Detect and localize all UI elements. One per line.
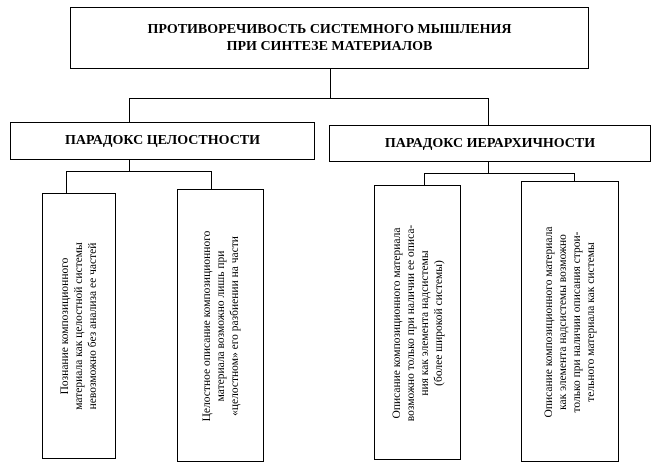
- leaf-4-line-3: только при наличии описания строи-: [571, 231, 583, 412]
- leaf-4-line-1: Описание композиционного материала: [543, 226, 555, 417]
- leaf-3-line-2: возможно только при наличии ее описа-: [404, 224, 417, 421]
- leaf-1-line-3: невозможно без анализа ее частей: [87, 242, 99, 410]
- leaf-box-3: Описание композиционного материала возмо…: [374, 185, 461, 460]
- leaf-text-2: Целостное описание композиционного матер…: [200, 230, 242, 421]
- leaf-3-line-4: (более широкой системы): [432, 259, 445, 386]
- title-line-1: ПРОТИВОРЕЧИВОСТЬ СИСТЕМНОГО МЫШЛЕНИЯ: [147, 22, 512, 37]
- title-box: ПРОТИВОРЕЧИВОСТЬ СИСТЕМНОГО МЫШЛЕНИЯ ПРИ…: [70, 7, 589, 69]
- branch-label-integrity: ПАРАДОКС ЦЕЛОСТНОСТИ: [64, 133, 261, 148]
- leaf-3-line-3: ния как элемента надсистемы: [418, 249, 431, 396]
- leaf-text-4: Описание композиционного материала как э…: [542, 226, 598, 417]
- leaf-3-line-1: Описание композиционного материала: [390, 227, 403, 418]
- leaf-4-line-4: тельного материала как системы: [585, 241, 597, 402]
- branch-box-hierarchy: ПАРАДОКС ИЕРАРХИЧНОСТИ: [329, 125, 651, 162]
- leaf-text-1: Познание композиционного материала как ц…: [58, 242, 100, 410]
- leaf-text-3: Описание композиционного материала возмо…: [390, 224, 446, 421]
- leaf-box-4: Описание композиционного материала как э…: [521, 181, 619, 462]
- leaf-2-line-3: «целостном» его разбиении на части: [228, 235, 241, 416]
- leaf-4-line-2: как элемента надсистемы возможно: [557, 233, 569, 410]
- title-line-2: ПРИ СИНТЕЗЕ МАТЕРИАЛОВ: [226, 39, 433, 54]
- leaf-1-line-1: Познание композиционного: [59, 257, 71, 395]
- leaf-2-line-2: материала возможно лишь при: [214, 250, 227, 401]
- leaf-box-1: Познание композиционного материала как ц…: [42, 193, 116, 459]
- branch-box-integrity: ПАРАДОКС ЦЕЛОСТНОСТИ: [10, 122, 315, 160]
- leaf-1-line-2: материала как целостной системы: [73, 242, 85, 410]
- leaf-2-line-1: Целостное описание композиционного: [200, 230, 213, 421]
- branch-label-hierarchy: ПАРАДОКС ИЕРАРХИЧНОСТИ: [384, 135, 596, 151]
- leaf-box-2: Целостное описание композиционного матер…: [177, 189, 264, 462]
